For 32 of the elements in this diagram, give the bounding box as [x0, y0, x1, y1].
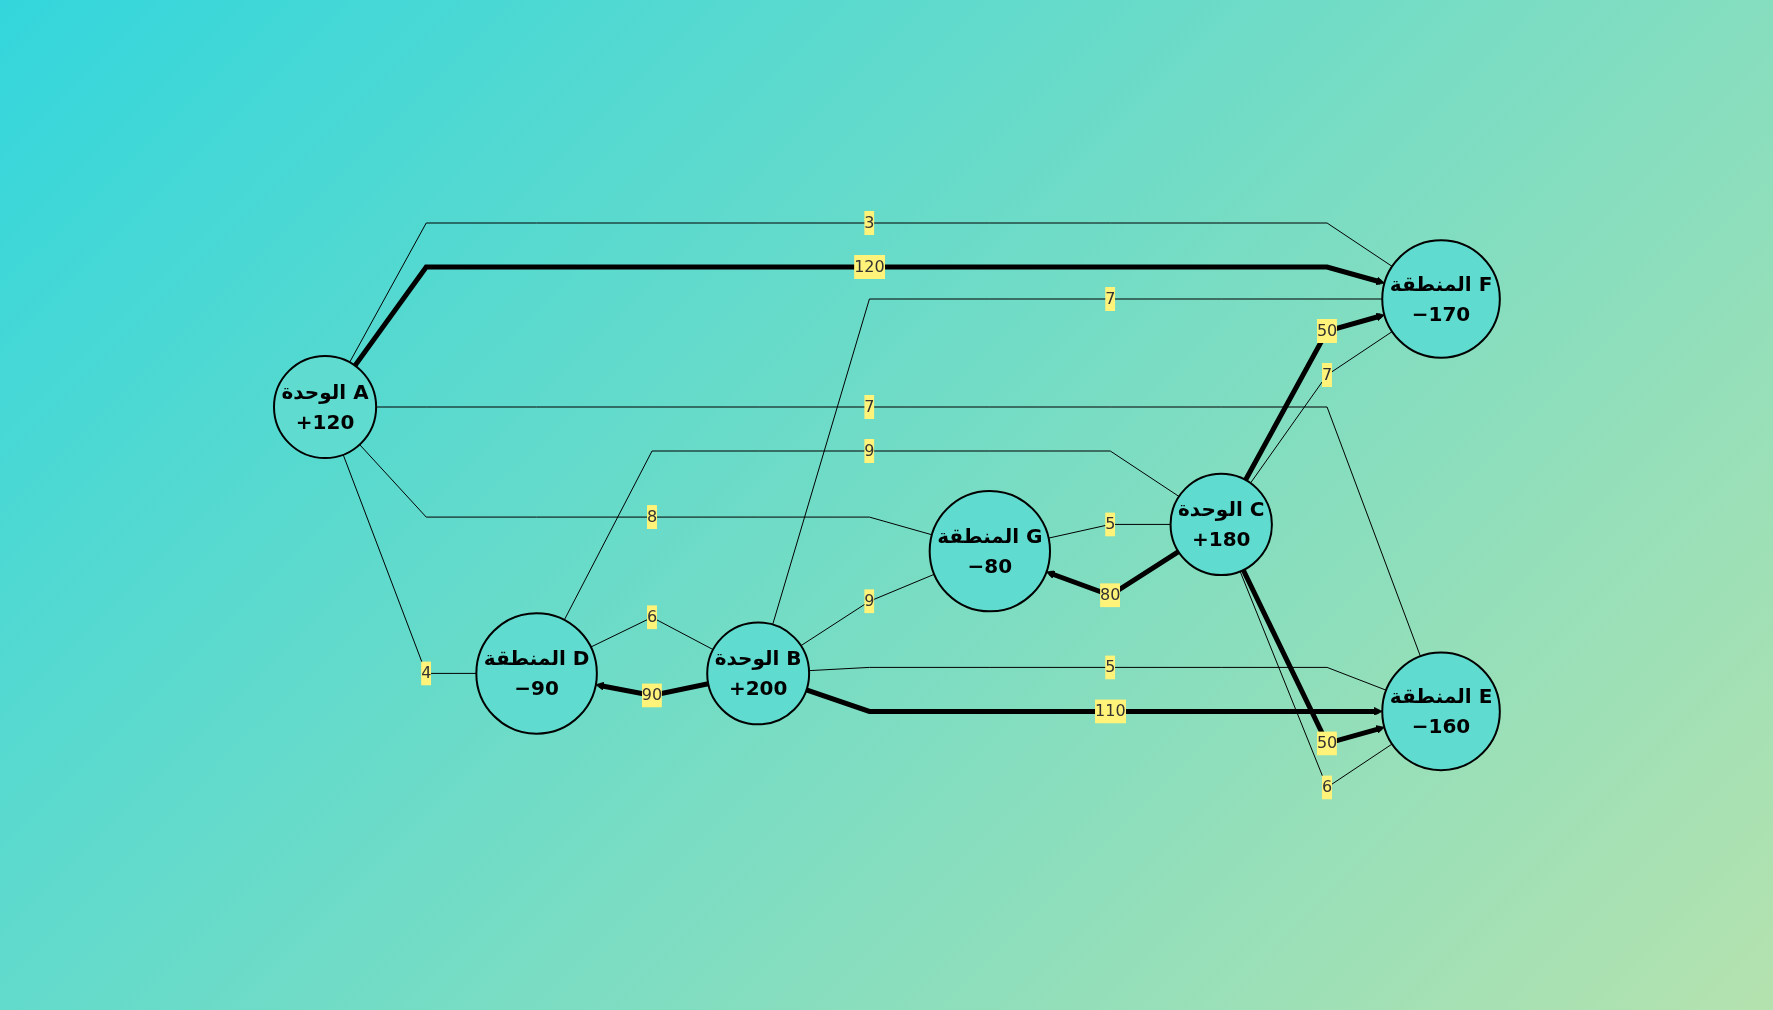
connector	[563, 450, 1180, 621]
edge-label: 4	[420, 663, 431, 683]
edge-label: 5	[1104, 514, 1115, 534]
edge-label: 3	[863, 212, 875, 232]
connector	[1047, 523, 1171, 539]
edge-label: 50	[1316, 320, 1337, 340]
arrow	[352, 264, 1385, 367]
edge-label: 7	[863, 396, 875, 416]
connector	[771, 298, 1383, 625]
edge-label: 6	[646, 607, 657, 627]
connector	[348, 222, 1393, 363]
connector	[342, 454, 477, 674]
connector	[800, 573, 935, 646]
edge-label: 90	[641, 685, 662, 705]
edge-label: 80	[1099, 585, 1121, 605]
connector	[1249, 330, 1393, 484]
connector	[589, 616, 714, 650]
connector	[808, 666, 1387, 691]
connector	[1239, 570, 1393, 788]
edge-label: 110	[1094, 701, 1126, 721]
edge-label: 6	[1321, 777, 1332, 797]
edge-label: 50	[1316, 733, 1337, 753]
arrow	[1242, 312, 1385, 481]
connector	[375, 406, 1421, 657]
edge-label: 9	[863, 591, 875, 611]
connector	[358, 443, 932, 536]
edge-label: 5	[1104, 657, 1115, 677]
edge-label: 7	[1321, 364, 1332, 384]
edge-label: 8	[646, 506, 657, 526]
edge-label: 120	[853, 256, 885, 276]
edge-label: 7	[1104, 288, 1115, 308]
edge-label: 9	[863, 440, 875, 460]
